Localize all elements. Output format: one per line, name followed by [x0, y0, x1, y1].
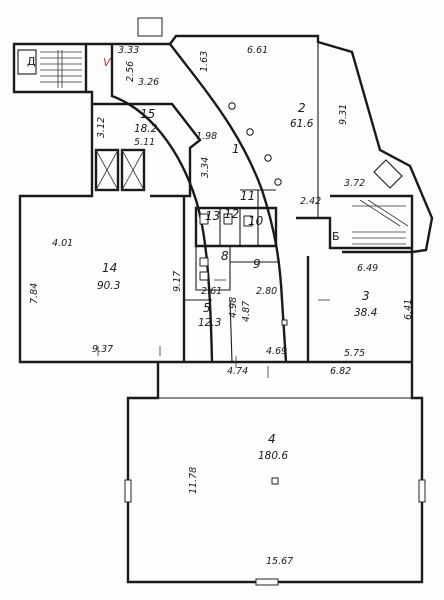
dimension-label: 3.26 — [138, 77, 159, 88]
room-10-number: 10 — [248, 214, 264, 228]
dimension-label: 6.41 — [403, 299, 414, 320]
dimension-label: 5.75 — [344, 348, 365, 359]
dimension-label: 6.61 — [247, 45, 268, 56]
dimension-label: 6.49 — [357, 263, 378, 274]
room-14-area: 90.3 — [97, 280, 120, 292]
dimension-labels: 3.33 2.56 1.63 6.61 3.26 9.31 3.12 5.11 … — [29, 45, 414, 567]
dimension-label: 4.74 — [227, 366, 248, 377]
column-marker — [274, 178, 282, 186]
room-12-number: 12 — [224, 207, 239, 221]
dimension-label: 3.12 — [96, 117, 107, 138]
dimension-label: 4.98 — [228, 297, 239, 318]
dimension-label: 2.61 — [201, 286, 222, 297]
dimension-label: 2.56 — [125, 61, 136, 82]
dimension-label: 11.78 — [188, 467, 199, 494]
column-marker — [264, 154, 272, 162]
room-2-number: 2 — [298, 101, 306, 115]
dimension-label: 7.84 — [29, 283, 40, 304]
room-14-number: 14 — [102, 261, 117, 275]
dimension-label: 5.11 — [134, 137, 155, 148]
room-1-number: 1 — [232, 142, 240, 156]
room-13-number: 13 — [205, 209, 220, 223]
dimension-label: 9.31 — [338, 104, 349, 125]
outer-walls — [18, 17, 434, 586]
dimension-label: 1.63 — [199, 51, 210, 72]
room-15-area: 18.2 — [134, 123, 158, 135]
dimension-ticks — [97, 279, 330, 378]
room-8-number: 8 — [221, 249, 229, 263]
room-5-area: 12.3 — [198, 317, 221, 329]
dimension-label: 3.72 — [344, 178, 365, 189]
dimension-label: 3.34 — [200, 157, 211, 178]
dimension-label: 6.82 — [330, 366, 351, 377]
stair-block-d — [12, 42, 88, 94]
room-2-area: 61.6 — [290, 118, 314, 130]
column-marker — [246, 128, 254, 136]
room-4-area: 180.6 — [258, 450, 288, 462]
dimension-label: 4.01 — [52, 238, 73, 249]
stair-letter-b: Б — [332, 230, 340, 243]
dimension-label: 4.69 — [266, 346, 287, 357]
interior-walls — [92, 36, 414, 399]
fixtures — [199, 102, 288, 485]
room-3-area: 38.4 — [354, 307, 377, 319]
room-11-number: 11 — [240, 189, 255, 203]
dimension-label: 3.33 — [118, 45, 139, 56]
room-labels: 1 2 61.6 3 38.4 4 180.6 5 12.3 8 9 10 11… — [97, 101, 377, 462]
room-15-number: 15 — [140, 107, 155, 121]
room-4-number: 4 — [268, 432, 276, 446]
room-3-number: 3 — [362, 289, 370, 303]
room-9-number: 9 — [253, 257, 261, 271]
column-marker — [228, 102, 236, 110]
dimension-label: 9.37 — [92, 344, 113, 355]
red-mark: V — [103, 56, 112, 69]
room-5-number: 5 — [203, 301, 211, 315]
stair-letter-d: Д — [27, 55, 36, 68]
dimension-label: 1.98 — [196, 131, 217, 142]
dimension-label: 9.17 — [172, 271, 183, 292]
dimension-label: 2.80 — [256, 286, 277, 297]
dimension-label: 2.42 — [300, 196, 321, 207]
dimension-label: 4.87 — [241, 301, 252, 322]
dimension-label: 15.67 — [266, 556, 293, 567]
